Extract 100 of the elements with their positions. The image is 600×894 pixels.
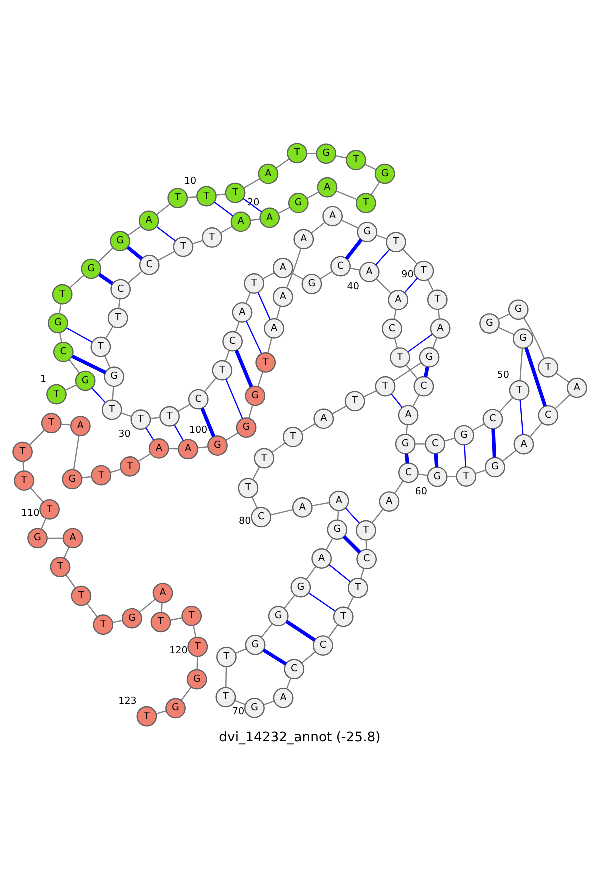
connector (243, 198, 262, 213)
node-circle: A (317, 177, 338, 198)
node-circle: A (359, 262, 380, 282)
node-circle: A (328, 490, 350, 512)
connector (464, 446, 466, 467)
node-circle: A (178, 439, 198, 460)
node-circle: C (251, 507, 272, 528)
connector (302, 652, 316, 664)
connector (198, 446, 208, 449)
node-circle: A (398, 405, 419, 426)
node-circle: G (316, 144, 337, 164)
node-circle: C (425, 434, 446, 454)
connector (328, 624, 338, 638)
node-circle: G (28, 528, 48, 549)
node-circle: T (41, 413, 62, 434)
connector (264, 700, 275, 706)
connector (556, 372, 570, 383)
node-circle: A (62, 528, 84, 549)
connector (438, 310, 440, 320)
node-circle: G (302, 274, 322, 294)
node-circle: T (427, 290, 448, 310)
connector (394, 480, 404, 494)
node-label: 100 (189, 425, 208, 436)
connector (262, 648, 288, 666)
connector (22, 462, 24, 472)
node-label: 90 (402, 270, 414, 281)
connector (261, 624, 273, 638)
node-circle: G (236, 418, 257, 438)
node-circle: C (313, 636, 334, 656)
connector (336, 155, 347, 159)
connector (156, 204, 170, 216)
node-circle: A (264, 318, 284, 339)
connector (73, 436, 80, 470)
node-circle: C (222, 331, 243, 352)
connector (307, 152, 317, 154)
connector (128, 226, 142, 236)
connector (150, 417, 160, 420)
node-circle: T (46, 384, 67, 405)
connector (40, 518, 47, 530)
node-circle: T (50, 557, 71, 578)
connector (112, 386, 114, 400)
node-circle: T (254, 448, 275, 469)
node-circle: T (52, 284, 73, 305)
node-circle: A (514, 434, 534, 455)
node-label: 60 (415, 486, 428, 498)
connector (216, 194, 226, 196)
connector (192, 240, 203, 245)
node-label: 50 (497, 370, 510, 381)
connector (121, 412, 132, 418)
node-circle: G (75, 370, 96, 392)
connector (170, 618, 182, 622)
node-circle: T (182, 606, 202, 626)
connector (406, 364, 418, 380)
connector (404, 278, 418, 294)
connector (156, 710, 166, 714)
connector (128, 271, 142, 284)
node-circle: G (166, 698, 186, 719)
node-circle: G (48, 313, 68, 334)
connector (250, 218, 260, 222)
node-circle: T (538, 357, 559, 378)
node-circle: A (322, 206, 343, 227)
node-circle: C (284, 659, 305, 680)
connector (345, 238, 363, 260)
connector (181, 687, 192, 701)
node-circle: T (244, 274, 265, 294)
connector (306, 566, 316, 580)
connector (402, 249, 418, 265)
node-circle: T (348, 578, 368, 598)
connector (59, 304, 62, 314)
connector (29, 430, 46, 446)
node-circle: G (208, 436, 228, 456)
connector (86, 604, 98, 618)
node-circle: A (292, 498, 313, 518)
connector (376, 249, 390, 266)
connector (286, 620, 316, 642)
node-circle: T (196, 186, 217, 207)
caption: dvi_14232_annot (-25.8) (219, 730, 381, 746)
connector (220, 226, 233, 234)
connector (234, 350, 254, 388)
node-circle: T (202, 228, 222, 248)
node-circle: G (110, 231, 130, 252)
connector (492, 429, 497, 458)
node-circle: G (62, 469, 83, 490)
connector (178, 404, 190, 412)
node-circle: T (188, 636, 208, 658)
node-circle: A (379, 492, 400, 512)
node-circle: T (14, 470, 35, 492)
connector (366, 540, 368, 550)
node-circle: T (346, 150, 366, 171)
node-circle: A (70, 416, 91, 436)
connector (332, 406, 347, 415)
node-circle: G (245, 634, 266, 656)
connector (30, 488, 44, 502)
connector (418, 474, 428, 476)
node-circle: G (484, 457, 506, 478)
node-label: 80 (239, 516, 252, 527)
connector (364, 164, 377, 170)
connector (301, 424, 316, 433)
connector (69, 360, 80, 374)
connector (391, 394, 403, 408)
